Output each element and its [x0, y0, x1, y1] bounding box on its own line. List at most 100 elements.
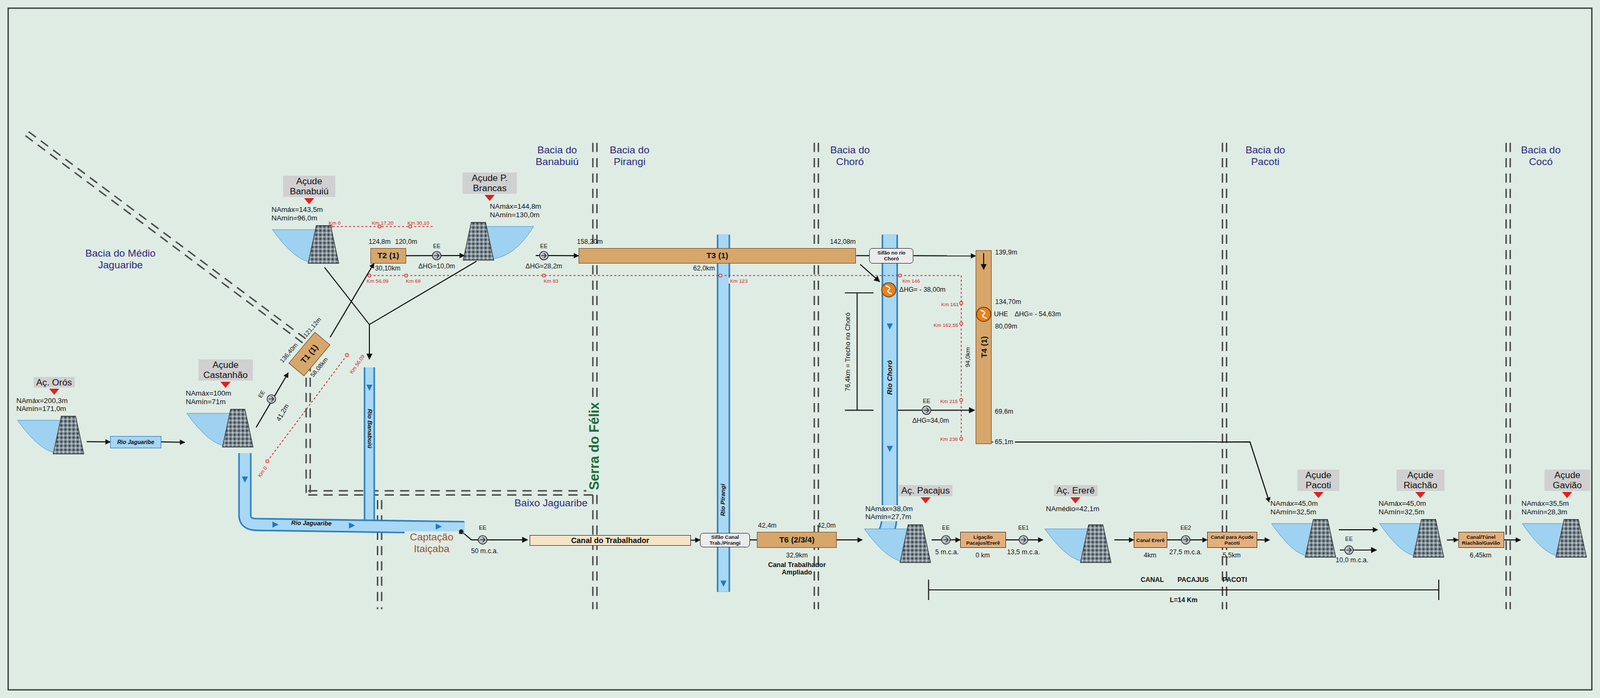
annotation: 6,45km: [1469, 551, 1492, 559]
km-markers: [265, 225, 963, 464]
use-shape: [435, 523, 443, 530]
km-marker: Km 162,55: [933, 321, 959, 328]
annotation: 139,9m: [994, 248, 1018, 256]
box-label: Sifão Canal Trab./Pirangi: [702, 533, 748, 546]
circle-shape: [458, 529, 464, 534]
annotation: 120,0m: [394, 237, 418, 246]
annotation: ΔHG=28,2m: [525, 262, 563, 270]
canal-box: T1 (1): [288, 332, 331, 377]
circle-shape: [959, 322, 963, 326]
annotation: Bacia do Pacoti: [1239, 144, 1291, 168]
water-level-text: NAmín=32,5m: [1377, 508, 1426, 517]
annotation: EE: [540, 242, 548, 250]
km-marker: Km 0: [328, 219, 341, 226]
annotation: Serra do Félix: [586, 400, 602, 492]
line-shape: [308, 493, 596, 496]
line-shape: [28, 131, 312, 343]
annotation: 124,8m: [368, 237, 391, 246]
annotation: 158,20m: [576, 237, 603, 246]
water-level-marker: [1415, 491, 1426, 499]
dam-symbol: [463, 222, 494, 261]
box-label: T2 (1): [377, 250, 400, 261]
annotation: 4km: [1143, 551, 1157, 559]
km-marker: Km 83: [543, 277, 559, 284]
annotation: EE: [256, 389, 267, 399]
water-level-marker: [920, 497, 931, 504]
connector: [161, 441, 185, 443]
annotation: EE2: [1180, 524, 1192, 531]
path-shape: [368, 324, 370, 360]
water-level-marker: [1562, 491, 1573, 499]
annotation: 0 km: [975, 551, 991, 559]
circle-shape: [959, 398, 963, 402]
annotation: Captação Itaiçaba: [404, 531, 459, 555]
use-shape: [349, 522, 356, 529]
box-label: Ligação Pacajus/Ererê: [962, 533, 1004, 546]
water-level-text: NAmín=71m: [184, 398, 227, 407]
path-shape: [363, 367, 375, 523]
annotation: 65,1m: [993, 438, 1016, 446]
annotation: Rio Choró: [885, 360, 894, 395]
annotation: ΔHG= - 54,63m: [1014, 310, 1061, 318]
water-level-text: NAmín=28,3m: [1520, 508, 1569, 517]
annotation: EE: [479, 524, 487, 531]
path-shape: [244, 452, 465, 528]
reservoir: Açude GaviãoNAmáx=35,5mNAmín=28,3m: [1520, 478, 1590, 558]
use-shape: [272, 521, 279, 528]
annotation: 27,5 m.c.a.: [1169, 548, 1203, 556]
water-level-text: NAmín=96,0m: [270, 214, 319, 223]
flow-lines: [324, 261, 1439, 600]
dam-symbol: [222, 409, 254, 448]
connector: [991, 441, 1269, 502]
path-shape: [365, 367, 374, 523]
annotation: Rio Jaguaribe: [291, 519, 332, 528]
path-shape: [244, 452, 465, 528]
water-level-text: NAmín=171,0m: [15, 405, 68, 414]
km-marker: Km 30,10: [407, 219, 430, 226]
path-shape: [897, 409, 975, 411]
circle-shape: [404, 274, 408, 278]
annotation: ΔHG=10,0m: [418, 262, 456, 270]
connector: [330, 263, 374, 338]
annotation: Rio Pirangi: [720, 483, 728, 517]
connector: [1114, 539, 1134, 541]
annotation: 80,09m: [994, 322, 1018, 331]
reservoir-name: Açude Banabuiú: [283, 175, 336, 197]
connector: [1257, 539, 1270, 541]
annotation: 142,08m: [829, 237, 856, 246]
water-level-text: NAmáx=45,0m: [1269, 499, 1319, 508]
annotation: EE: [432, 242, 441, 250]
km-marker: Km 56,09: [348, 353, 367, 375]
annotation: 42,0m: [817, 521, 837, 530]
rivers: [241, 234, 893, 592]
connector: [836, 539, 863, 541]
water-level-text: NAmédio=42,1m: [1044, 505, 1101, 514]
km-marker: Km 146: [902, 277, 920, 284]
annotation: EE: [1345, 535, 1353, 542]
annotation: 134,70m: [995, 298, 1021, 306]
reservoir: Açude RiachãoNAmáx=45,0mNAmín=32,5m: [1377, 478, 1447, 558]
use-shape: [1181, 535, 1191, 544]
box-label: Sifão no rio Choró: [871, 249, 912, 262]
flow-arrow: [983, 252, 985, 270]
path-shape: [860, 264, 880, 282]
water-level-text: NAmín=32,5m: [1269, 508, 1318, 517]
path-shape: [369, 261, 477, 325]
annotation: L=14 Km: [1169, 596, 1198, 604]
reservoir-name: Açude P. Brancas: [462, 172, 517, 194]
reservoir-name: Açude Castanhão: [198, 359, 253, 381]
annotation: Bacia do Cocó: [1517, 144, 1565, 168]
canal-box: Canal do Trabalhador: [529, 534, 691, 547]
line-shape: [1509, 142, 1512, 609]
km-marker: Km 161: [941, 301, 959, 308]
connector: [690, 539, 700, 541]
canal-box: T6 (2/3/4): [756, 531, 837, 549]
box-label: Canal do Trabalhador: [571, 535, 650, 546]
annotation: 5 m.c.a.: [935, 548, 959, 556]
km-marker: Km 215: [939, 398, 958, 404]
canal-box: Canal/Túnel Riachão/Gavião: [1458, 531, 1505, 549]
